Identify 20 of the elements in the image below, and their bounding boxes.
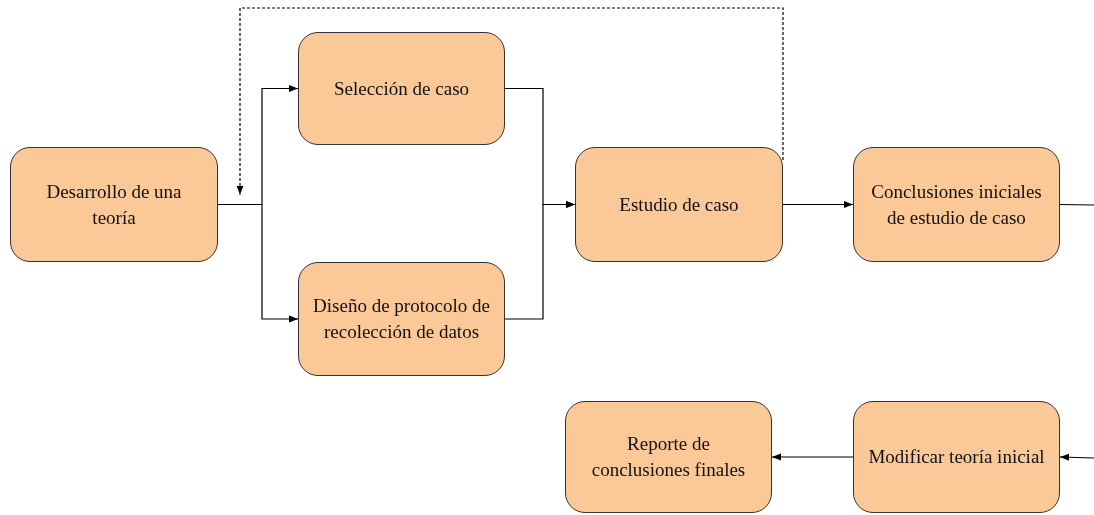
box-label: Conclusiones iniciales de estudio de caso [870, 179, 1043, 230]
arrow [1059, 453, 1094, 461]
process-box [10, 147, 218, 262]
process-box [853, 147, 1060, 262]
box-label: Estudio de caso [619, 192, 739, 217]
process-box [853, 401, 1060, 513]
process-box [565, 401, 772, 513]
box-label: Desarrollo de una teoría [45, 179, 183, 230]
arrow [217, 203, 299, 323]
arrow [771, 453, 854, 461]
process-box [575, 147, 783, 262]
process-box [298, 262, 505, 376]
box-label: Modificar teoría inicial [868, 445, 1045, 470]
process-box [298, 32, 505, 145]
box-label: Diseño de protocolo de recolección de datos [312, 294, 491, 344]
arrow [504, 200, 576, 320]
box-label: Selección de caso [333, 76, 470, 101]
arrow [782, 200, 854, 209]
arrow [236, 7, 784, 196]
box-label: Reporte de conclusiones finales [590, 432, 747, 482]
